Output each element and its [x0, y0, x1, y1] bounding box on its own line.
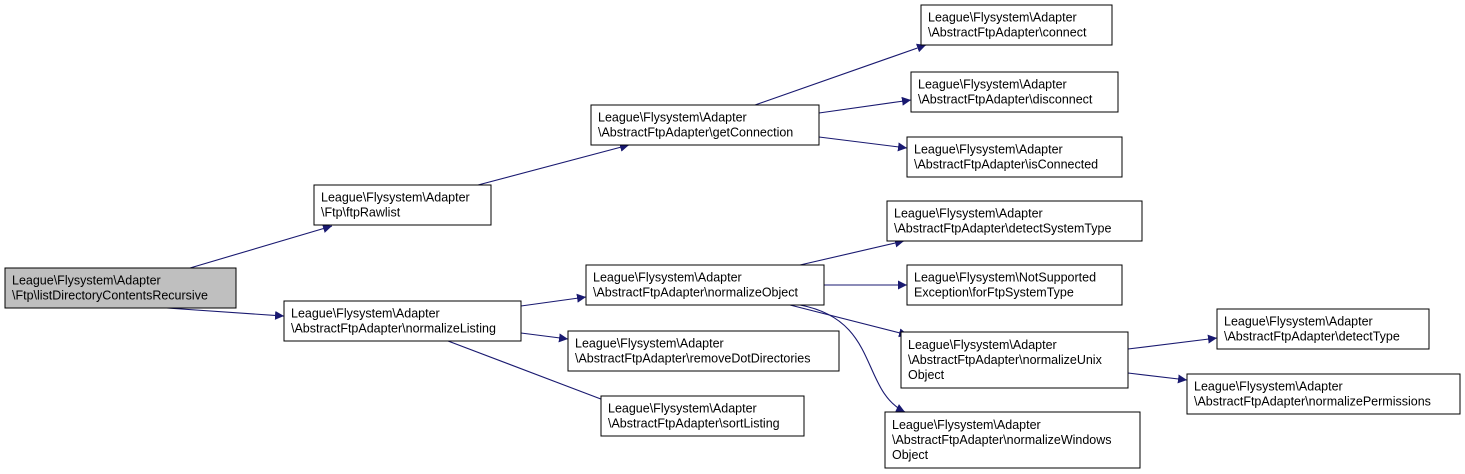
node-label-getConnection-line-1: League\Flysystem\Adapter [598, 111, 747, 125]
node-box-ftpRawlist [313, 184, 492, 226]
node-forFtpSystemType[interactable]: League\Flysystem\NotSupportedException\f… [906, 264, 1123, 306]
node-label-detectSystemType-line-1: League\Flysystem\Adapter [894, 207, 1043, 221]
node-label-detectType-line-1: League\Flysystem\Adapter [1224, 315, 1373, 329]
node-connect[interactable]: League\Flysystem\Adapter\AbstractFtpAdap… [920, 4, 1113, 46]
node-ftpRawlist[interactable]: League\Flysystem\Adapter\Ftp\ftpRawlist [313, 184, 492, 226]
edge-normalizeUnixObject-to-normalizePermissions [1127, 372, 1188, 384]
node-label-normalizeObject-line-1: League\Flysystem\Adapter [593, 271, 742, 285]
node-box-normalizeObject [585, 264, 825, 306]
node-label-isConnected-line-2: \AbstractFtpAdapter\isConnected [914, 158, 1098, 172]
node-normalizeListing[interactable]: League\Flysystem\Adapter\AbstractFtpAdap… [283, 300, 522, 342]
nodes-layer: League\Flysystem\Adapter\Ftp\listDirecto… [4, 4, 1461, 469]
node-label-connect-line-1: League\Flysystem\Adapter [928, 11, 1077, 25]
edge-normalizeListing-to-sortListing [447, 340, 615, 406]
node-disconnect[interactable]: League\Flysystem\Adapter\AbstractFtpAdap… [910, 71, 1119, 113]
node-label-disconnect-line-2: \AbstractFtpAdapter\disconnect [918, 93, 1093, 107]
node-box-listDirectoryContentsRecursive [4, 267, 237, 309]
node-label-normalizeUnixObject-line-3: Object [908, 368, 945, 382]
node-normalizeUnixObject[interactable]: League\Flysystem\Adapter\AbstractFtpAdap… [900, 331, 1129, 389]
node-label-sortListing-line-1: League\Flysystem\Adapter [608, 402, 757, 416]
node-label-disconnect-line-1: League\Flysystem\Adapter [918, 78, 1067, 92]
node-label-listDirectoryContentsRecursive-line-2: \Ftp\listDirectoryContentsRecursive [12, 289, 208, 303]
node-normalizeObject[interactable]: League\Flysystem\Adapter\AbstractFtpAdap… [585, 264, 825, 306]
node-label-normalizeWindowsObject-line-1: League\Flysystem\Adapter [892, 418, 1041, 432]
node-label-normalizeUnixObject-line-2: \AbstractFtpAdapter\normalizeUnix [908, 353, 1103, 367]
node-label-detectType-line-2: \AbstractFtpAdapter\detectType [1224, 330, 1400, 344]
edge-normalizeListing-to-removeDotDirectories [520, 332, 569, 343]
node-label-forFtpSystemType-line-2: Exception\forFtpSystemType [914, 286, 1074, 300]
node-label-getConnection-line-2: \AbstractFtpAdapter\getConnection [598, 126, 793, 140]
node-isConnected[interactable]: League\Flysystem\Adapter\AbstractFtpAdap… [906, 136, 1123, 178]
edge-ftpRawlist-to-getConnection [477, 142, 630, 186]
node-box-removeDotDirectories [567, 330, 840, 372]
node-label-ftpRawlist-line-1: League\Flysystem\Adapter [321, 191, 470, 205]
node-label-detectSystemType-line-2: \AbstractFtpAdapter\detectSystemType [894, 222, 1112, 236]
node-sortListing[interactable]: League\Flysystem\Adapter\AbstractFtpAdap… [600, 395, 805, 437]
edge-normalizeUnixObject-to-detectType [1127, 334, 1218, 350]
node-box-disconnect [910, 71, 1119, 113]
node-label-sortListing-line-2: \AbstractFtpAdapter\sortListing [608, 417, 780, 431]
node-getConnection[interactable]: League\Flysystem\Adapter\AbstractFtpAdap… [590, 104, 820, 146]
node-label-removeDotDirectories-line-2: \AbstractFtpAdapter\removeDotDirectories [575, 352, 811, 366]
node-normalizeWindowsObject[interactable]: League\Flysystem\Adapter\AbstractFtpAdap… [884, 411, 1141, 469]
node-box-normalizeListing [283, 300, 522, 342]
edges-layer [166, 43, 1218, 413]
node-box-detectSystemType [886, 200, 1143, 242]
node-label-normalizeWindowsObject-line-2: \AbstractFtpAdapter\normalizeWindows [892, 433, 1112, 447]
node-label-normalizeListing-line-2: \AbstractFtpAdapter\normalizeListing [291, 322, 496, 336]
edge-getConnection-to-isConnected [818, 136, 908, 152]
node-removeDotDirectories[interactable]: League\Flysystem\Adapter\AbstractFtpAdap… [567, 330, 840, 372]
node-box-sortListing [600, 395, 805, 437]
node-label-connect-line-2: \AbstractFtpAdapter\connect [928, 26, 1087, 40]
node-listDirectoryContentsRecursive[interactable]: League\Flysystem\Adapter\Ftp\listDirecto… [4, 267, 237, 309]
node-detectType[interactable]: League\Flysystem\Adapter\AbstractFtpAdap… [1216, 308, 1430, 350]
node-label-ftpRawlist-line-2: \Ftp\ftpRawlist [321, 206, 401, 220]
node-label-listDirectoryContentsRecursive-line-1: League\Flysystem\Adapter [12, 274, 161, 288]
edge-getConnection-to-disconnect [818, 96, 912, 114]
node-box-connect [920, 4, 1113, 46]
edge-listDirectoryContentsRecursive-to-normalizeListing [166, 307, 285, 320]
edge-normalizeObject-to-detectSystemType [799, 238, 905, 266]
node-label-normalizeListing-line-1: League\Flysystem\Adapter [291, 307, 440, 321]
node-label-normalizeObject-line-2: \AbstractFtpAdapter\normalizeObject [593, 286, 798, 300]
node-box-normalizeUnixObject [900, 331, 1129, 389]
node-label-removeDotDirectories-line-1: League\Flysystem\Adapter [575, 337, 724, 351]
edge-normalizeObject-to-normalizeUnixObject [789, 304, 909, 338]
edge-listDirectoryContentsRecursive-to-ftpRawlist [189, 224, 333, 269]
node-box-normalizePermissions [1186, 373, 1461, 415]
edge-normalizeObject-to-normalizeWindowsObject [799, 304, 906, 413]
node-box-forFtpSystemType [906, 264, 1123, 306]
node-box-isConnected [906, 136, 1123, 178]
node-label-normalizePermissions-line-1: League\Flysystem\Adapter [1194, 380, 1343, 394]
node-label-isConnected-line-1: League\Flysystem\Adapter [914, 143, 1063, 157]
node-box-normalizeWindowsObject [884, 411, 1141, 469]
node-box-getConnection [590, 104, 820, 146]
node-label-normalizeUnixObject-line-1: League\Flysystem\Adapter [908, 338, 1057, 352]
node-detectSystemType[interactable]: League\Flysystem\Adapter\AbstractFtpAdap… [886, 200, 1143, 242]
edge-getConnection-to-connect [754, 43, 927, 106]
node-normalizePermissions[interactable]: League\Flysystem\Adapter\AbstractFtpAdap… [1186, 373, 1461, 415]
node-box-detectType [1216, 308, 1430, 350]
node-label-normalizeWindowsObject-line-3: Object [892, 448, 929, 462]
node-label-forFtpSystemType-line-1: League\Flysystem\NotSupported [914, 271, 1096, 285]
node-label-normalizePermissions-line-2: \AbstractFtpAdapter\normalizePermissions [1194, 395, 1431, 409]
edge-normalizeListing-to-normalizeObject [520, 293, 587, 307]
